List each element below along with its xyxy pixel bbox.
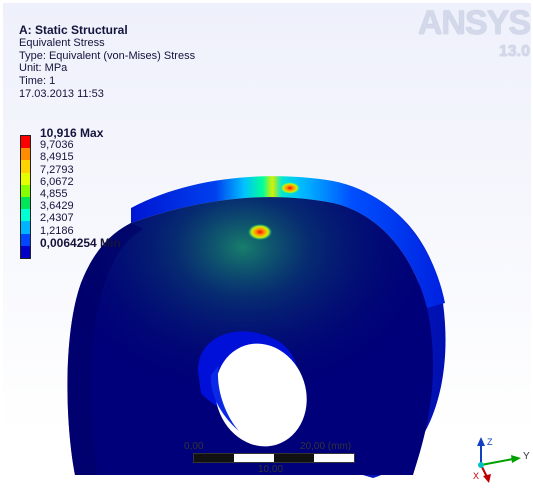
x-axis-arrow-icon bbox=[483, 474, 491, 483]
result-type: Type: Equivalent (von-Mises) Stress bbox=[19, 49, 196, 62]
result-header: A: Static Structural Equivalent Stress T… bbox=[19, 24, 195, 101]
legend-value: 4,855 bbox=[40, 188, 68, 201]
legend-color-swatch bbox=[21, 148, 30, 161]
legend-value: 3,6429 bbox=[40, 200, 74, 213]
legend-min-label: 0,0064254 Min bbox=[40, 235, 121, 250]
legend-value: 2,4307 bbox=[40, 212, 74, 225]
legend-color-swatch bbox=[21, 136, 30, 149]
legend-color-swatch bbox=[21, 221, 30, 234]
scale-bar-segment bbox=[234, 454, 274, 462]
axis-triad[interactable]: Y X Z bbox=[471, 437, 531, 483]
scale-bar-segment bbox=[194, 454, 234, 462]
scale-bar-segment bbox=[274, 454, 314, 462]
graphics-viewport[interactable]: A: Static Structural Equivalent Stress T… bbox=[3, 3, 531, 483]
legend-value: 6,0672 bbox=[40, 175, 74, 188]
z-axis-label: Z bbox=[487, 437, 493, 447]
legend-color-swatch bbox=[21, 209, 30, 222]
result-name: Equivalent Stress bbox=[19, 37, 105, 49]
ansys-logo: ANSYS 13.0 bbox=[417, 4, 531, 61]
legend-color-bar bbox=[20, 135, 31, 259]
result-date: 17.03.2013 11:53 bbox=[19, 87, 104, 100]
legend-color-swatch bbox=[21, 233, 30, 246]
result-time: Time: 1 bbox=[19, 75, 56, 88]
brand-name: ANSYS bbox=[417, 4, 531, 42]
legend-value: 7,2793 bbox=[40, 163, 74, 176]
scale-bar-segment bbox=[314, 454, 354, 462]
bore-hole bbox=[215, 343, 307, 447]
legend-color-swatch bbox=[21, 196, 30, 210]
legend-value: 9,7036 bbox=[40, 139, 74, 152]
analysis-title: A: Static Structural bbox=[19, 23, 128, 37]
legend-color-swatch bbox=[21, 184, 30, 197]
result-unit: Unit: MPa bbox=[19, 62, 68, 75]
scale-start-label: 0,00 bbox=[184, 441, 204, 452]
legend-value: 8,4915 bbox=[40, 151, 74, 164]
ring-top-rim bbox=[131, 176, 445, 308]
x-axis-label: X bbox=[473, 471, 479, 481]
brand-version: 13.0 bbox=[498, 43, 530, 60]
y-axis-arrow-icon bbox=[511, 455, 521, 463]
y-axis-label: Y bbox=[523, 451, 530, 462]
scale-bar-segments bbox=[193, 453, 355, 463]
scale-end-label: 20,00 (mm) bbox=[300, 441, 352, 452]
legend-max-label: 10,916 Max bbox=[40, 126, 104, 140]
legend-value: 1,2186 bbox=[40, 224, 74, 237]
legend-color-swatch bbox=[21, 172, 30, 185]
legend-labels: 10,916 Max 9,7036 8,4915 7,2793 6,0672 4… bbox=[40, 127, 121, 249]
z-axis-arrow-icon bbox=[477, 437, 485, 446]
legend-color-swatch bbox=[21, 245, 30, 258]
stress-hotspot bbox=[248, 224, 272, 240]
stress-contour-model[interactable] bbox=[3, 3, 531, 483]
legend-color-swatch bbox=[21, 160, 30, 173]
scale-mid-label: 10,00 bbox=[258, 464, 284, 475]
max-stress-hotspot bbox=[280, 182, 300, 194]
